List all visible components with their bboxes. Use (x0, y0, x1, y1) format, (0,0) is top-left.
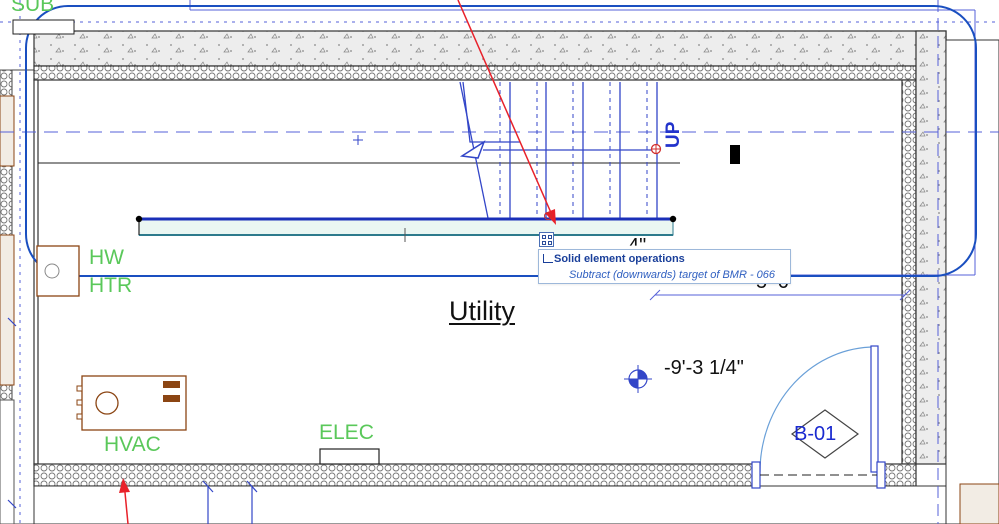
hvac-label: HVAC (104, 433, 161, 456)
sub-label: SUB (11, 0, 55, 16)
hvac-unit (76, 375, 187, 431)
selection-outline (25, 5, 977, 277)
dimension-ticks (7, 317, 258, 524)
stair (459, 81, 662, 219)
selected-beam[interactable] (135, 215, 677, 242)
solid-operations-icon (543, 254, 553, 263)
door (751, 345, 886, 489)
left-neighbor-walls (0, 69, 35, 524)
elec-label: ELEC (319, 421, 374, 444)
tooltip: Solid element operations Subtract (downw… (538, 249, 791, 284)
dimension-label: 5'-6" (756, 282, 796, 292)
room-name: Utility (449, 296, 515, 326)
cursor-arrow (119, 0, 556, 524)
bottom-wall (33, 463, 947, 524)
elevation-label: -9'-3 1/4" (664, 357, 744, 379)
water-heater (36, 245, 80, 297)
water-heater-label-htr: HTR (89, 274, 133, 297)
marker-rect (730, 145, 740, 164)
crosshair-marker (353, 135, 363, 145)
tooltip-title: Solid element operations (554, 253, 685, 265)
dimension-label-partial: 4" (628, 235, 647, 257)
snap-cursor-icon (539, 232, 554, 247)
stair-up-label: UP (663, 121, 684, 148)
electrical-panel (319, 448, 380, 465)
tooltip-subtitle: Subtract (downwards) target of BMR - 066 (569, 269, 776, 281)
water-heater-label-hw: HW (89, 246, 124, 269)
right-wall (901, 30, 999, 524)
top-wall (33, 30, 947, 81)
sub-label-box (12, 19, 75, 35)
door-tag: B-01 (794, 423, 837, 445)
elevation-marker-icon (624, 365, 652, 393)
